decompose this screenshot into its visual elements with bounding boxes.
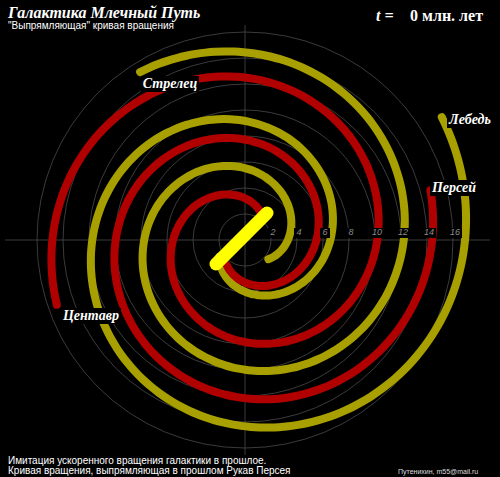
galactic-bar	[216, 213, 267, 264]
time-label: t =	[376, 7, 394, 25]
axis-number: 8	[346, 228, 355, 238]
axis-number: 10	[370, 228, 384, 238]
axis-number: 4	[294, 228, 303, 238]
arm-label: Стрелец	[141, 76, 199, 91]
caption-line: Кривая вращения, выпрямляющая в прошлом …	[8, 465, 291, 476]
axis-number: 16	[448, 228, 462, 238]
title-text: Галактика Млечный Путь	[8, 4, 200, 22]
spiral-arm	[51, 76, 378, 343]
spiral-arm	[114, 138, 433, 399]
axis-number: 6	[320, 228, 329, 238]
spiral-arm	[140, 51, 405, 371]
arm-label: Персей	[430, 180, 478, 195]
credit-text: Путенихин, m55@mail.ru	[398, 468, 478, 476]
time-value: 0 млн. лет	[410, 7, 483, 25]
axis-number: 14	[422, 228, 436, 238]
axis-number: 2	[268, 228, 277, 238]
arm-label: Центавр	[61, 308, 121, 323]
arm-label: Лебедь	[447, 112, 493, 127]
caption-line: Имитация ускоренного вращения галактики …	[8, 455, 266, 466]
subtitle-text: "Выпрямляющая" кривая вращения	[8, 20, 174, 31]
axis-number: 12	[396, 228, 410, 238]
spiral-arm	[91, 117, 466, 428]
